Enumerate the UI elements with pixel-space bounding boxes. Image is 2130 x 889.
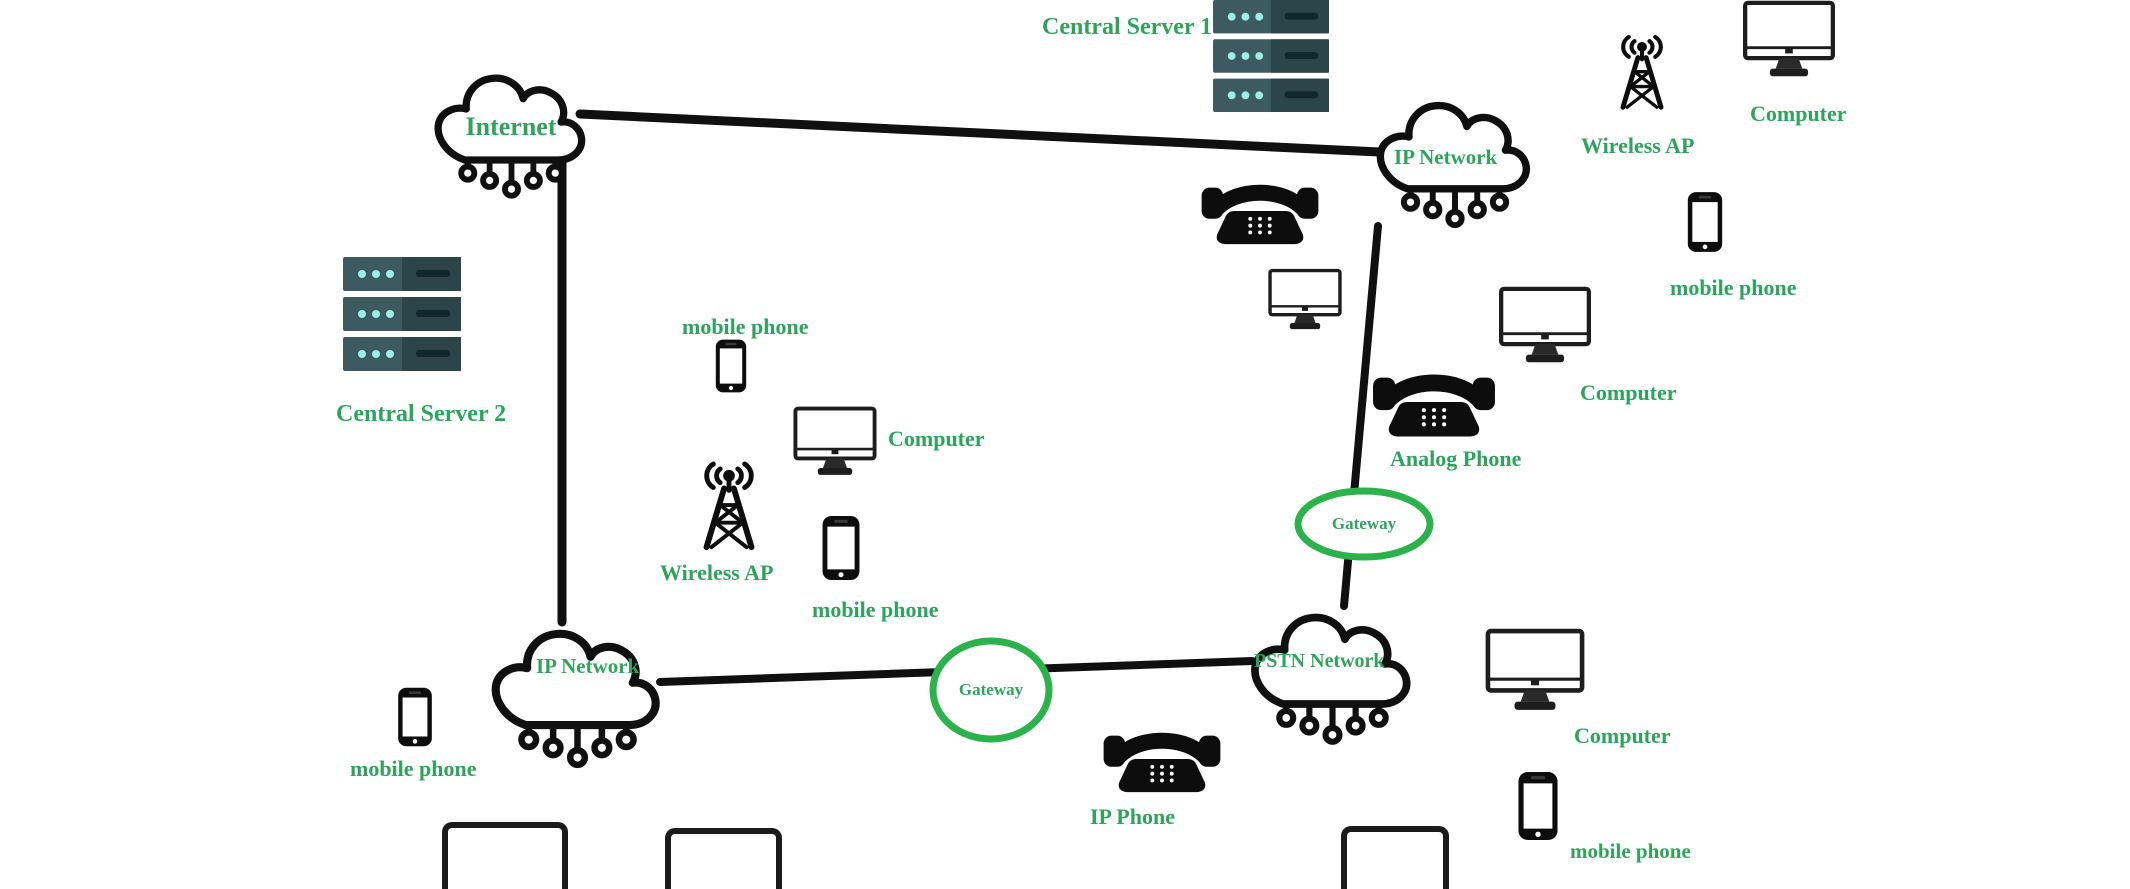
- computer-bottom-right-label: Computer: [1574, 723, 1671, 748]
- gateway-center-ellipse-icon: [929, 637, 1053, 743]
- central-server-2-label: Central Server 2: [336, 401, 507, 427]
- cropped-monitor-icon: [665, 828, 782, 889]
- central-server-1-label: Central Server 1: [1042, 14, 1213, 40]
- wireless-ap-top-right-icon: [1604, 26, 1680, 124]
- computer-top-right-label: Computer: [1750, 101, 1847, 126]
- wireless-ap-middle-icon: [684, 460, 774, 558]
- ip-network-bottom-left-label: IP Network: [536, 654, 640, 678]
- mobile-phone-bottom-right-label: mobile phone: [1570, 839, 1691, 863]
- mobile-phone-middle-icon: [822, 515, 860, 581]
- computer-middle-icon: [793, 406, 877, 477]
- mobile-phone-right-label: mobile phone: [1670, 275, 1797, 300]
- mobile-phone-right-icon: [1687, 192, 1723, 252]
- ip-network-top-right-cloud-icon: [1366, 76, 1544, 266]
- gateway-right-ellipse-icon: [1294, 487, 1434, 561]
- computer-right-label: Computer: [1580, 380, 1677, 405]
- analog-phone-icon: [1373, 374, 1495, 437]
- ip-network-top-right-label: IP Network: [1394, 145, 1498, 169]
- ip-network-bottom-left-cloud-icon: [480, 608, 675, 803]
- cropped-monitor-icon: [1341, 826, 1449, 889]
- internet-label: Internet: [465, 112, 557, 141]
- wireless-ap-middle-label: Wireless AP: [660, 560, 774, 585]
- gateway-right: Gateway: [1288, 483, 1440, 565]
- computer-middle-label: Computer: [888, 426, 985, 451]
- computer-bottom-right-icon: [1476, 628, 1594, 716]
- mobile-phone-bottom-right-icon: [1518, 772, 1558, 840]
- computer-top-right-icon: [1740, 0, 1838, 82]
- mobile-phone-bottom-left-label: mobile phone: [350, 756, 477, 781]
- monitor-icon: [1268, 268, 1342, 331]
- mobile-phone-middle-left-label: mobile phone: [682, 314, 809, 339]
- pstn-network-label: PSTN Network: [1254, 650, 1385, 672]
- mobile-phone-middle-label: mobile phone: [812, 597, 939, 622]
- mobile-phone-bottom-left-icon: [398, 687, 432, 747]
- ip-phone-label: IP Phone: [1090, 804, 1175, 829]
- ip-phone-icon: [1103, 732, 1221, 793]
- analog-phone-label: Analog Phone: [1390, 446, 1522, 471]
- computer-right-icon: [1491, 286, 1599, 368]
- cropped-monitor-icon: [442, 822, 568, 889]
- link-internet-ipnetwork-topright: [575, 109, 1405, 158]
- gateway-right-label: Gateway: [1331, 514, 1397, 533]
- pstn-network-cloud-icon: [1240, 593, 1425, 778]
- desk-phone-icon: [1201, 184, 1319, 245]
- internet-cloud-icon: [424, 50, 599, 235]
- central-server-1-icon: [1213, 0, 1329, 112]
- wireless-ap-top-right-label: Wireless AP: [1581, 133, 1695, 158]
- mobile-phone-middle-left-icon: [715, 339, 747, 393]
- gateway-center-label: Gateway: [958, 680, 1024, 699]
- central-server-2-icon: [343, 257, 461, 371]
- gateway-center: Gateway: [923, 633, 1059, 747]
